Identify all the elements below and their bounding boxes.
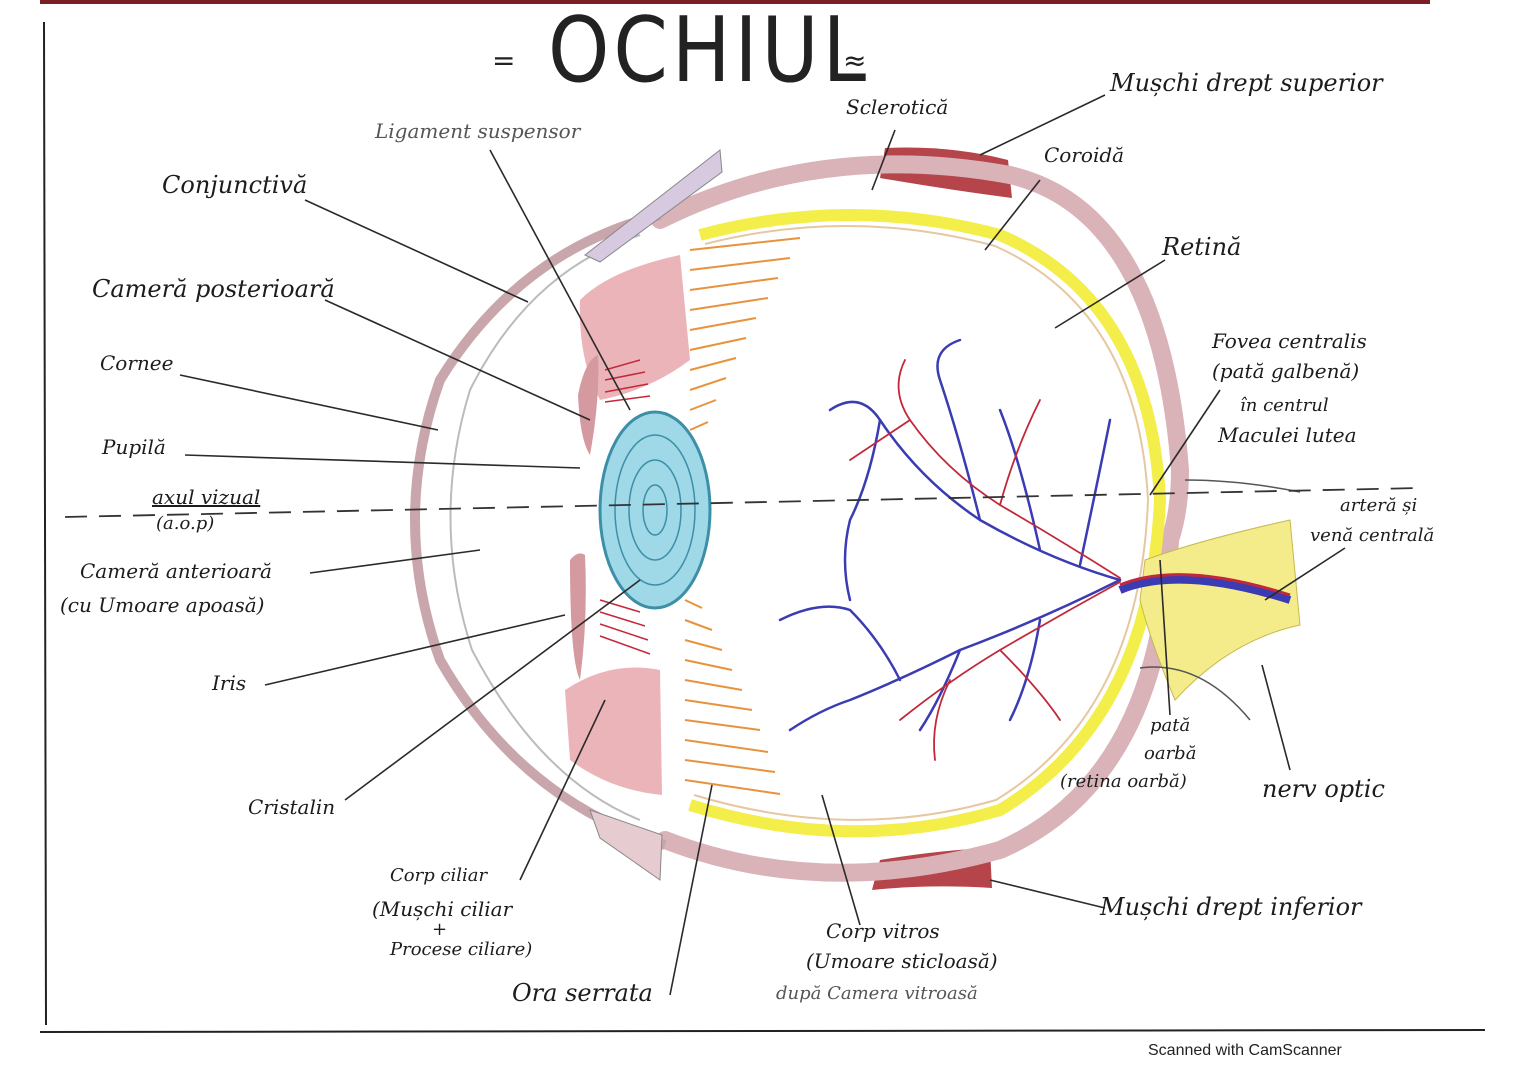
eyelid-contour [1139, 479, 1301, 721]
label-iris: Iris [212, 671, 247, 695]
leader-muschi-inf [989, 879, 1106, 909]
label-camera-ant-1: Cameră anterioară [80, 559, 272, 583]
ora-serrata-bottom [684, 599, 781, 795]
retinal-vessels [778, 338, 1122, 761]
label-axul-1: axul vizual [152, 485, 261, 509]
label-corp-ciliar-1: Corp ciliar [390, 865, 488, 886]
label-corp-vitros-1: Corp vitros [826, 919, 940, 943]
label-camera-post: Cameră posterioară [92, 275, 335, 303]
ciliary-body-bottom [565, 667, 662, 795]
choroid-retina-layer [688, 209, 1167, 838]
ora-serrata-top [689, 237, 801, 431]
title-mark-left: = [492, 44, 516, 77]
ciliary-body-top [579, 255, 690, 400]
conjunctiva-top [584, 149, 723, 263]
iris-top [578, 355, 599, 455]
leader-camera-post [324, 299, 591, 421]
leader-coroida [984, 179, 1041, 251]
leader-ligament [489, 149, 631, 411]
label-ligament: Ligament suspensor [375, 119, 581, 143]
iris-bottom [570, 553, 586, 680]
leader-pupila [184, 454, 581, 469]
label-axul-2: (a.o.p) [156, 513, 215, 534]
top-edge-bar [40, 0, 1430, 4]
label-muschi-sup: Mușchi drept superior [1110, 69, 1383, 97]
leader-sclerotica [871, 129, 896, 191]
leader-cristalin [344, 579, 641, 801]
leader-fovea [1149, 389, 1221, 496]
label-artera-2: venă centrală [1310, 525, 1435, 546]
lens [598, 410, 712, 610]
label-nerv-optic: nerv optic [1262, 775, 1385, 803]
label-pata-oarba-2: oarbă [1144, 743, 1197, 764]
label-camera-ant-2: (cu Umoare apoasă) [60, 593, 265, 617]
label-fovea-3: în centrul [1240, 395, 1329, 416]
lens-ring-2 [628, 459, 682, 561]
title-mark-right: ≈ [843, 44, 867, 77]
cornea [410, 210, 667, 850]
leader-corp-ciliar [519, 699, 606, 881]
label-fovea-2: (pată galbenă) [1212, 359, 1360, 383]
label-pata-oarba-3: (retina oarbă) [1060, 771, 1187, 792]
leader-iris [264, 614, 566, 686]
optic-nerve [1139, 519, 1301, 701]
label-corp-ciliar-2: (Mușchi ciliar [372, 897, 513, 921]
conjunctiva-bottom [589, 809, 663, 881]
label-corp-ciliar-4: Procese ciliare) [390, 939, 533, 960]
leader-camera-ant [309, 549, 481, 574]
leader-artera [1264, 547, 1346, 601]
central-vessels [1118, 575, 1292, 604]
ciliary-muscle-lines [599, 359, 651, 655]
scanner-watermark: Scanned with CamScanner [1148, 1042, 1342, 1059]
label-muschi-inf: Mușchi drept inferior [1100, 893, 1362, 921]
lens-ring-1 [614, 434, 696, 586]
retina-inner-line [693, 225, 1150, 821]
central-vessels-red [1119, 573, 1291, 597]
label-corp-ciliar-3: + [432, 919, 448, 940]
label-fovea-4: Maculei lutea [1218, 423, 1357, 447]
cornea-inner [449, 234, 641, 821]
frame-left-line [43, 21, 47, 1026]
sclera-shell [651, 155, 1190, 882]
label-conjunctiva: Conjunctivă [162, 171, 308, 199]
label-pupila: Pupilă [102, 435, 166, 459]
label-retina: Retină [1162, 233, 1242, 261]
label-artera-1: arteră și [1340, 495, 1418, 516]
page-title: OCHIUL [548, 0, 871, 103]
leader-pata-oarba [1159, 559, 1171, 716]
leader-nerv [1261, 664, 1291, 771]
leader-vitros [821, 794, 861, 926]
leader-lines [179, 94, 1346, 996]
label-corp-vitros-2: (Umoare sticloasă) [806, 949, 998, 973]
leader-retina [1054, 259, 1166, 329]
label-ora-serrata: Ora serrata [512, 979, 653, 1007]
frame-bottom-line [39, 1029, 1486, 1033]
leader-conjunctiva [304, 199, 529, 303]
label-pata-oarba-1: pată [1150, 715, 1191, 736]
leader-cornee [179, 374, 439, 431]
label-corp-vitros-3: după Camera vitroasă [776, 983, 978, 1004]
leader-muschi-sup [979, 94, 1106, 156]
lens-ring-3 [642, 484, 668, 536]
visual-axis-line [64, 487, 1421, 518]
label-cornee: Cornee [100, 351, 174, 375]
leader-ora [669, 784, 713, 996]
label-cristalin: Cristalin [248, 795, 336, 819]
label-coroida: Coroidă [1044, 143, 1125, 167]
label-sclerotica: Sclerotică [846, 95, 949, 119]
label-fovea-1: Fovea centralis [1212, 329, 1367, 353]
